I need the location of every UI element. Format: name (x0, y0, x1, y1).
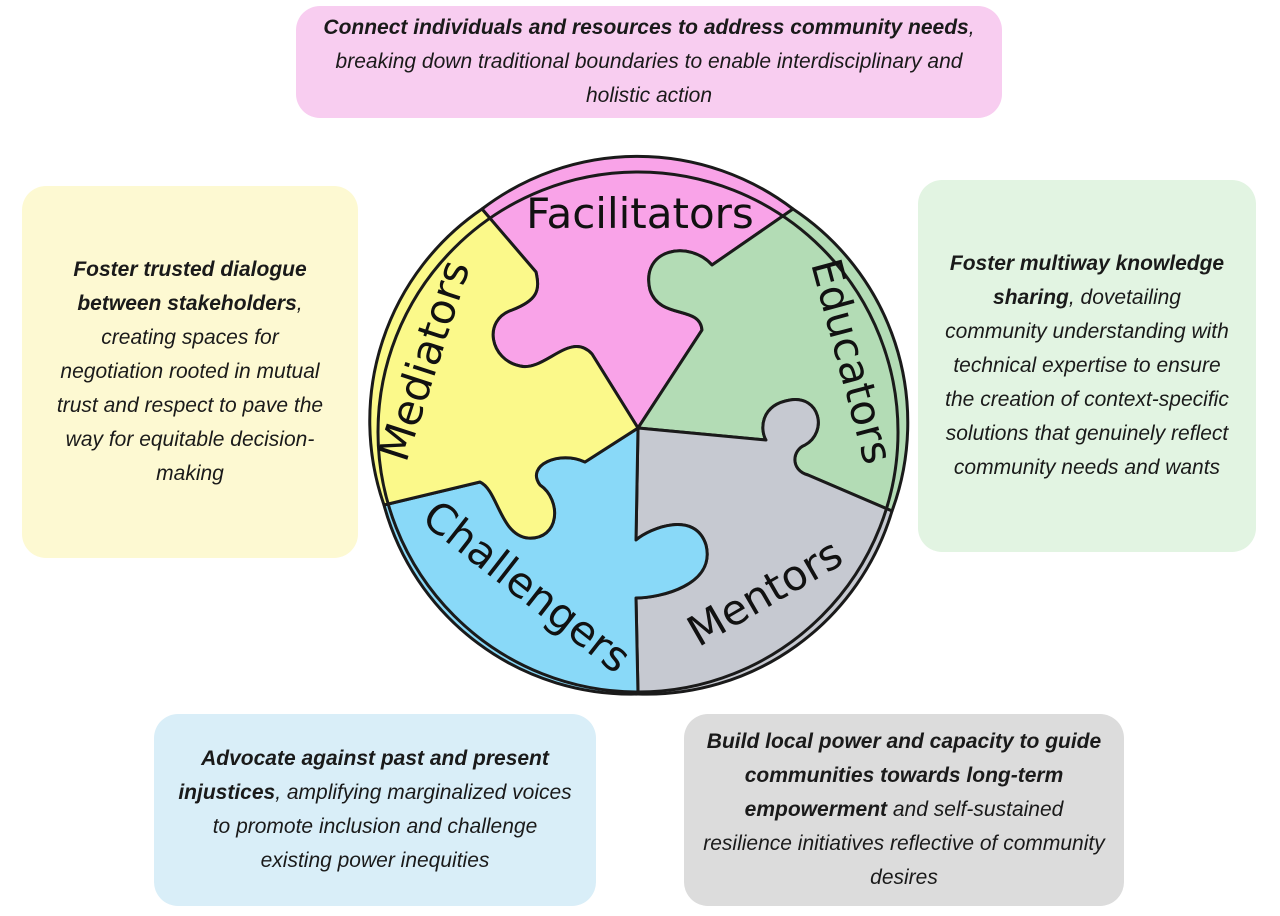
mediators-description-text: , creating spaces for negotiation rooted… (56, 292, 324, 485)
challengers-description-box: Advocate against past and present injust… (154, 714, 596, 906)
mediators-piece (368, 207, 640, 540)
mentors-description-box: Build local power and capacity to guide … (684, 714, 1124, 906)
facilitators-description-box: Connect individuals and resources to add… (296, 6, 1002, 118)
mediators-description-bold: Foster trusted dialogue between stakehol… (73, 258, 307, 315)
educators-description-text: , dovetailing community understanding wi… (945, 286, 1229, 479)
mentors-description-bold: Build local power and capacity to guide … (706, 730, 1102, 821)
challengers-description-bold: Advocate against past and present injust… (178, 747, 549, 804)
facilitators-description-bold: Connect individuals and resources to add… (323, 16, 969, 39)
facilitators-description-text: , breaking down traditional boundaries t… (335, 16, 975, 107)
mediators-description-box: Foster trusted dialogue between stakehol… (22, 186, 358, 558)
facilitators-label: Facilitators (526, 189, 754, 238)
challengers-description-text: , amplifying marginalized voices to prom… (212, 781, 572, 872)
puzzle-outline (376, 170, 900, 694)
educators-description-bold: Foster multiway knowledge sharing (949, 252, 1225, 309)
educators-description-box: Foster multiway knowledge sharing, dovet… (918, 180, 1256, 552)
mentors-description-text: and self-sustained resilience initiative… (703, 798, 1105, 889)
